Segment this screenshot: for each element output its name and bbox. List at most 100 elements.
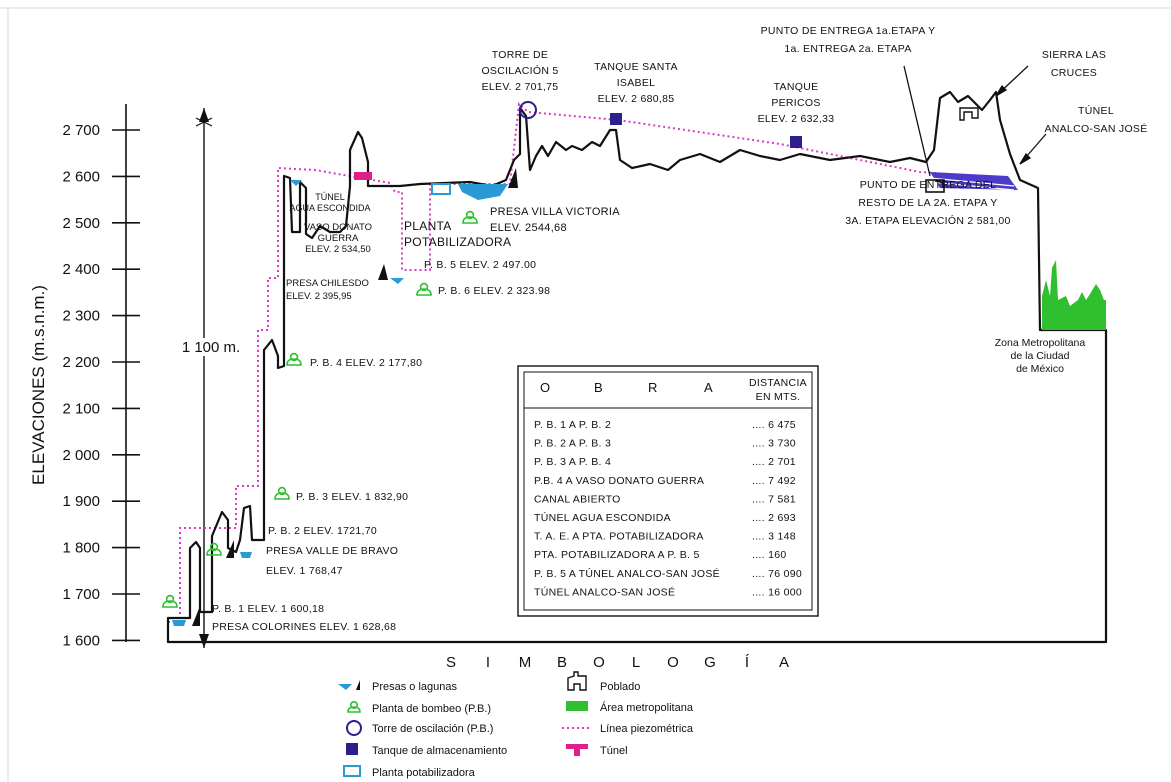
table-row-obra: TÚNEL AGUA ESCONDIDA	[534, 511, 671, 524]
legend-tanque: Tanque de almacenamiento	[372, 745, 507, 757]
y-tick-label: 2 700	[62, 122, 100, 139]
table-row-dist: .... 2 701	[752, 456, 796, 468]
torre-icon	[346, 720, 362, 736]
simbologia-title-letter: Í	[745, 654, 751, 671]
table-header-b: B	[594, 380, 603, 395]
tunnel-analco-san-jose	[930, 172, 1018, 190]
simbologia-title-letter: I	[486, 654, 492, 671]
torre-oscilacion-marker	[519, 101, 537, 119]
label-pb3: P. B. 3 ELEV. 1 832,90	[296, 491, 408, 503]
y-tick-label: 2 600	[62, 168, 100, 185]
legend-planta-bombeo: Planta de bombeo (P.B.)	[372, 703, 491, 715]
legend-linea: Línea piezométrica	[600, 723, 694, 735]
table-header-a: A	[704, 380, 713, 395]
simbologia-title-letter: O	[593, 654, 607, 671]
y-tick-label: 2 200	[62, 354, 100, 371]
simbologia-title-letter: S	[446, 654, 458, 671]
table-row-obra: P. B. 5 A TÚNEL ANALCO-SAN JOSÉ	[534, 567, 720, 580]
punto-entrega-marker	[925, 179, 945, 193]
table-row-obra: CANAL ABIERTO	[534, 493, 621, 505]
height-dimension: 1 100 m.	[170, 108, 250, 648]
table-row-obra: P. B. 2 A P. B. 3	[534, 438, 611, 450]
table-row-dist: .... 76 090	[752, 568, 802, 580]
simbologia-title-letter: B	[557, 654, 569, 671]
legend-torre: Torre de oscilación (P.B.)	[372, 723, 493, 735]
legend-planta-pot: Planta potabilizadora	[372, 767, 476, 779]
legend-area: Área metropolitana	[600, 701, 694, 714]
simbologia-title-letter: M	[519, 654, 534, 671]
height-dimension-label: 1 100 m.	[182, 339, 240, 356]
simbologia-title-letter: O	[667, 654, 681, 671]
area-metropolitana-icon	[566, 701, 588, 711]
table-row-obra: P. B. 3 A P. B. 4	[534, 456, 611, 468]
pump-station-icon	[206, 542, 222, 556]
dam-markers	[192, 168, 518, 626]
planta-potabilizadora-icon	[343, 765, 361, 777]
table-row-obra: PTA. POTABILIZADORA A P. B. 5	[534, 549, 700, 561]
water-bodies	[172, 180, 508, 626]
y-tick-label: 1 700	[62, 586, 100, 603]
label-presa-colorines: PRESA COLORINES ELEV. 1 628,68	[212, 621, 396, 633]
y-tick-label: 2 400	[62, 261, 100, 278]
pump-station-icon	[416, 282, 432, 296]
pump-station-icon	[286, 352, 302, 366]
terrain-profile	[166, 90, 1108, 644]
y-tick-label: 2 300	[62, 308, 100, 325]
pump-station-icon	[347, 701, 361, 713]
tunnel-agua-escondida	[354, 172, 372, 180]
pump-station-icon	[462, 210, 478, 224]
table-row-dist: .... 2 693	[752, 512, 796, 524]
table-row-obra: P. B. 1 A P. B. 2	[534, 419, 611, 431]
legend-poblado: Poblado	[600, 681, 640, 693]
pump-stations	[162, 210, 478, 608]
tunel-icon	[566, 744, 588, 756]
poblado-icon	[567, 671, 587, 691]
label-pb1: P. B. 1 ELEV. 1 600,18	[212, 603, 324, 615]
table-header-r: R	[648, 380, 658, 395]
y-tick-label: 2 500	[62, 215, 100, 232]
y-axis: 2 700 2 600 2 500 2 400 2 300 2 200 2 100 2 000…	[29, 104, 140, 649]
table-header-o: O	[540, 380, 551, 395]
table-row-obra: P.B. 4 A VASO DONATO GUERRA	[534, 475, 704, 487]
table-row-dist: .... 3 148	[752, 531, 796, 543]
label-pb4: P. B. 4 ELEV. 2 177,80	[310, 357, 422, 369]
y-tick-label: 2 000	[62, 447, 100, 464]
pump-station-icon	[274, 486, 290, 500]
y-tick-label: 1 800	[62, 540, 100, 557]
table-row-dist: .... 16 000	[752, 586, 802, 598]
pump-station-icon	[162, 594, 178, 608]
legend-presas: Presas o lagunas	[372, 681, 457, 693]
label-pb5: P. B. 5 ELEV. 2 497.00	[424, 259, 536, 271]
tanque-icon	[346, 743, 358, 755]
y-axis-title: ELEVACIONES (m.s.n.m.)	[29, 285, 48, 485]
y-tick-label: 2 100	[62, 400, 100, 417]
legend-tunel: Túnel	[600, 745, 628, 757]
table-row-dist: .... 7 581	[752, 493, 796, 505]
planta-potabilizadora-marker	[431, 183, 451, 195]
leader-lines	[903, 65, 1047, 185]
y-tick-label: 1 900	[62, 493, 100, 510]
label-pb2: P. B. 2 ELEV. 1721,70	[268, 525, 377, 537]
table-row-dist: .... 7 492	[752, 475, 796, 487]
table-row-dist: .... 3 730	[752, 438, 796, 450]
metropolitan-area-block	[1042, 260, 1106, 330]
